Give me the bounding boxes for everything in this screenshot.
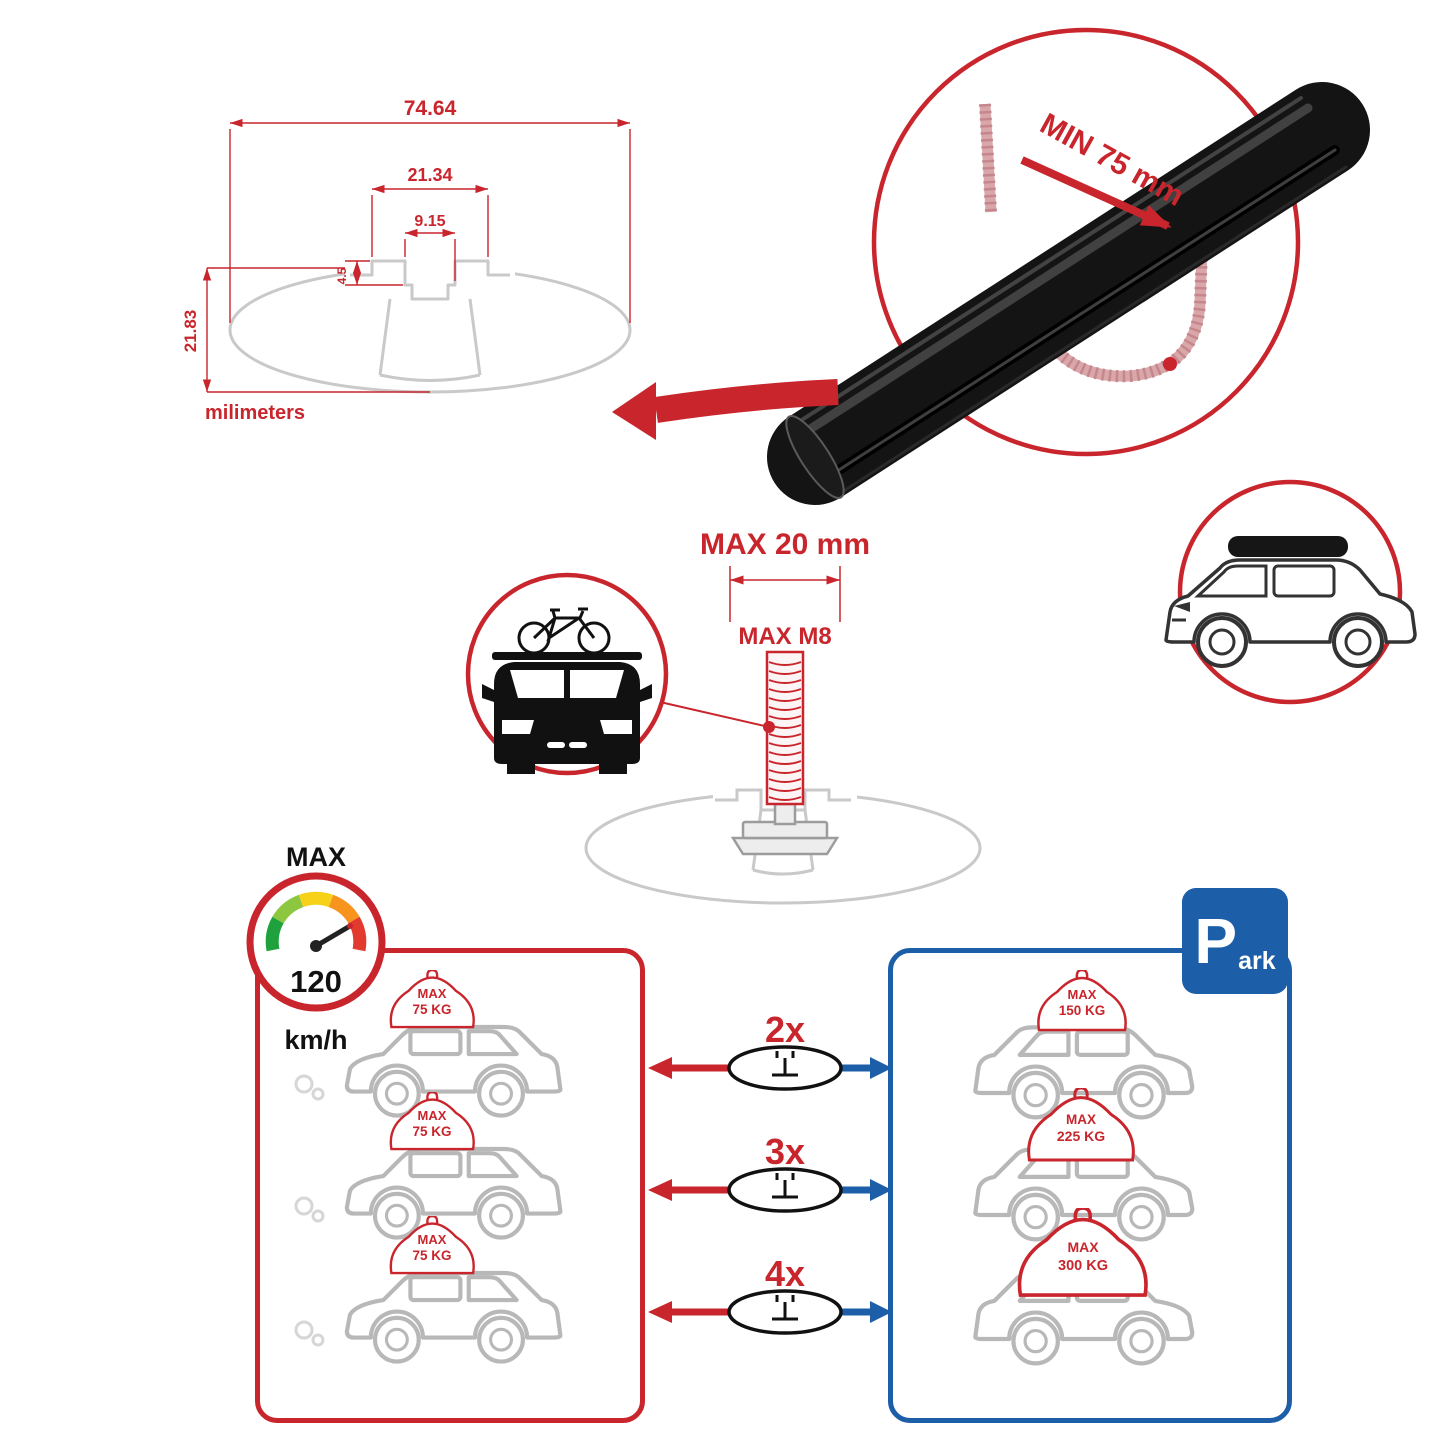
car-front-icon — [482, 652, 652, 774]
bolt-max-length-label: MAX 20 mm — [700, 528, 870, 561]
load-row-right-2: MAX 225 KG — [915, 1088, 1255, 1238]
bike-car-badge — [465, 572, 669, 776]
crossbar-count-icon — [648, 1167, 892, 1213]
load-row-left-2: MAX 75 KG — [294, 1092, 610, 1238]
t-slot-nut — [730, 802, 840, 856]
exhaust-smoke-icon — [294, 1074, 325, 1101]
speed-value: 120 — [290, 964, 342, 999]
exhaust-smoke-icon — [294, 1196, 325, 1223]
speed-unit: km/h — [284, 1025, 347, 1055]
crossbar-clamp-detail: MIN 75 mm — [767, 27, 1370, 505]
multiplier-label: 3x — [765, 1131, 805, 1172]
roofbox-car-badge — [1164, 479, 1417, 705]
cargo-weight: 300 KG — [1058, 1258, 1108, 1274]
park-sign-letter: P — [1194, 905, 1238, 977]
bolt-leader-line — [659, 701, 770, 728]
min-clamp-arrow — [1020, 156, 1172, 230]
crossbar-render — [767, 82, 1370, 505]
dim-total-width: 74.64 — [404, 97, 457, 120]
pointer-arrow-head — [612, 382, 656, 440]
clamp-point-dot — [1163, 357, 1177, 371]
park-sign: P ark — [1182, 888, 1288, 994]
cargo-max-label: MAX — [418, 1108, 447, 1123]
cargo-max-label: MAX — [418, 986, 447, 1001]
roofbox-car-icon — [1164, 536, 1417, 668]
bolt-spec-diagram: MAX 20 mm MAX M8 — [584, 528, 982, 905]
pointer-arrow-tail — [654, 379, 839, 423]
dim-bar-height: 21.83 — [181, 310, 200, 353]
dim-unit-label: milimeters — [205, 402, 305, 424]
dimension-lines — [202, 118, 631, 393]
speed-limit-gauge: MAX 120 km/h — [246, 842, 386, 1055]
bolt-dimension-lines — [729, 566, 841, 622]
multiplier-column: 2x 3x 4x — [648, 1009, 892, 1335]
dim-outer-width: 21.34 — [407, 165, 452, 185]
speed-max-label: MAX — [286, 842, 346, 872]
cargo-max-label: MAX — [418, 1232, 447, 1247]
bar-profile-outline — [228, 253, 632, 394]
cargo-weight: 225 KG — [1057, 1128, 1105, 1144]
cargo-weight: 75 KG — [412, 1124, 451, 1139]
pointer-arrow — [612, 379, 839, 440]
multiplier-label: 4x — [765, 1253, 805, 1294]
detail-circle — [871, 27, 1301, 457]
suv-icon — [347, 1273, 561, 1362]
load-row-right-3: MAX 300 KG — [915, 1208, 1255, 1362]
gauge-needle — [310, 923, 353, 952]
load-row-left-1: MAX 75 KG — [294, 970, 610, 1116]
load-row-left-3: MAX 75 KG — [294, 1216, 610, 1362]
crossbar-cross-section-diagram: 74.64 21.34 9.15 4.5 21.83 milimeters — [181, 97, 632, 424]
crossbar-count-icon — [648, 1289, 892, 1335]
cargo-max-label: MAX — [1067, 1239, 1099, 1255]
dim-inner-width: 9.15 — [414, 213, 445, 230]
cargo-weight: 75 KG — [412, 1002, 451, 1017]
cargo-max-label: MAX — [1066, 1112, 1096, 1127]
crossbar-count-icon — [648, 1045, 892, 1091]
load-row-right-1: MAX 150 KG — [915, 970, 1255, 1116]
bolt-max-thread-label: MAX M8 — [738, 623, 831, 650]
cargo-weight: 150 KG — [1059, 1003, 1106, 1018]
park-sign-rest: ark — [1238, 947, 1276, 975]
cargo-weight: 75 KG — [412, 1248, 451, 1263]
multiplier-label: 2x — [765, 1009, 805, 1050]
cargo-max-label: MAX — [1068, 987, 1097, 1002]
exhaust-smoke-icon — [294, 1320, 325, 1347]
gauge-arc-segments — [265, 891, 367, 952]
bolt-leader-dot — [763, 721, 775, 733]
dim-step-height: 4.5 — [335, 267, 349, 284]
